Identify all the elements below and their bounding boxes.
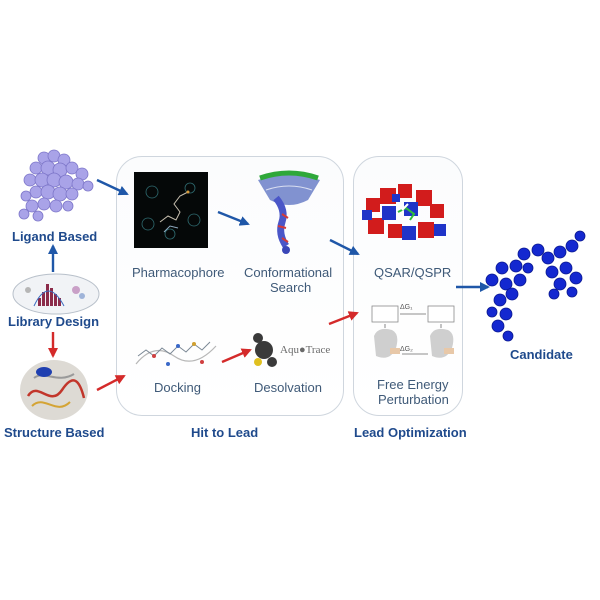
hit-to-lead-label: Hit to Lead — [191, 425, 259, 440]
delta-g1-label: ΔG₁ — [400, 304, 413, 311]
fep-cycle-image — [371, 305, 455, 358]
qsar-image — [362, 184, 446, 240]
candidate-molecule-image — [485, 230, 586, 342]
pharmacophore-image — [134, 172, 208, 248]
ligand-based-label: Ligand Based — [12, 229, 98, 244]
lead-optimization-label: Lead Optimization — [354, 425, 467, 440]
docking-label: Docking — [154, 380, 201, 395]
fep-label-line1: Free Energy — [377, 377, 449, 392]
fep-label-line2: Perturbation — [378, 392, 449, 407]
library-design-image — [12, 273, 100, 315]
docking-image — [135, 341, 217, 366]
conformational-search-label-line2: Search — [270, 280, 312, 295]
conformational-search-image — [258, 170, 320, 254]
aquatrace-logo-text: Aqu●Trace — [280, 344, 331, 356]
desolvation-image — [253, 333, 277, 367]
qsar-label: QSAR/QSPR — [374, 265, 452, 280]
conformational-search-label-line1: Conformational — [244, 265, 333, 280]
library-design-label: Library Design — [8, 314, 100, 329]
desolvation-label: Desolvation — [254, 380, 322, 395]
ligand-molecule-image — [18, 149, 94, 222]
candidate-label: Candidate — [510, 347, 573, 362]
protein-structure-image — [20, 360, 88, 420]
structure-based-label: Structure Based — [4, 425, 105, 440]
delta-g2-label: ΔG₂ — [400, 346, 413, 353]
pharmacophore-label: Pharmacophore — [132, 265, 225, 280]
